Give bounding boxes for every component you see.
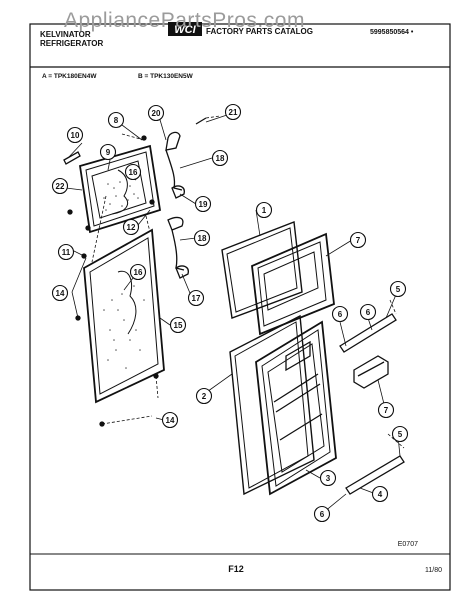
- catalog-title: FACTORY PARTS CATALOG: [206, 27, 313, 36]
- page-border: [29, 23, 451, 591]
- model-a: A = TPK180EN4W: [42, 73, 97, 80]
- callout-6-lower: 6: [320, 510, 325, 519]
- drawing-code: E0707: [398, 541, 418, 548]
- callout-15: 15: [174, 321, 183, 330]
- callout-18-upper: 18: [216, 154, 225, 163]
- upper-door-assembly: [78, 144, 162, 234]
- lower-door-assembly: [83, 228, 165, 404]
- callout-9: 7: [356, 236, 361, 245]
- callout-21: 21: [229, 108, 238, 117]
- callout-14-d: 14: [166, 416, 175, 425]
- callout-14-b: 12: [127, 223, 136, 232]
- callout-18-lower: 18: [198, 234, 207, 243]
- lower-door-insulation: [103, 285, 145, 369]
- callout-2: 2: [202, 392, 207, 401]
- callout-17: 17: [192, 294, 201, 303]
- callout-11: 9: [106, 148, 111, 157]
- upper-door-insulation: [103, 181, 139, 211]
- callout-16-lower: 16: [134, 268, 143, 277]
- model-b: B = TPK130EN5W: [138, 73, 193, 80]
- callout-3: 3: [326, 474, 331, 483]
- freezer-door-parts: [221, 221, 335, 336]
- callout-6-upper: 6: [338, 310, 343, 319]
- catalog-date: 11/80: [425, 567, 442, 574]
- catalog-number: 5995850564 •: [370, 29, 414, 36]
- catalog-logo-mark: [168, 22, 202, 36]
- shelf-parts: [339, 313, 405, 495]
- callout-7: 7: [384, 406, 389, 415]
- callout-circles: [51, 103, 409, 523]
- callout-4: 4: [378, 490, 383, 499]
- callout-22: 22: [56, 182, 65, 191]
- callout-20: 20: [152, 109, 161, 118]
- watermark: AppliancePartsPros.com: [64, 9, 305, 32]
- callout-16-upper: 16: [129, 168, 138, 177]
- callout-12: 10: [71, 131, 80, 140]
- callout-5-upper: 5: [396, 285, 401, 294]
- callout-14-c: 14: [56, 289, 65, 298]
- fresh-food-door-parts: [229, 314, 337, 496]
- callout-19: 19: [199, 200, 208, 209]
- callout-14-a: 11: [62, 248, 71, 257]
- catalog-logo: WCI: [174, 24, 196, 36]
- brand-line-2: REFRIGERATOR: [40, 39, 104, 48]
- callout-5-lower: 5: [398, 430, 403, 439]
- dashed-leaders: [91, 115, 405, 449]
- leader-lines: [65, 112, 401, 513]
- brand-line-1: KELVINATOR: [40, 30, 91, 39]
- callout-10: 8: [114, 116, 119, 125]
- callout-8: 6: [366, 308, 371, 317]
- page-code: F12: [228, 564, 244, 574]
- callout-1: 1: [262, 206, 267, 215]
